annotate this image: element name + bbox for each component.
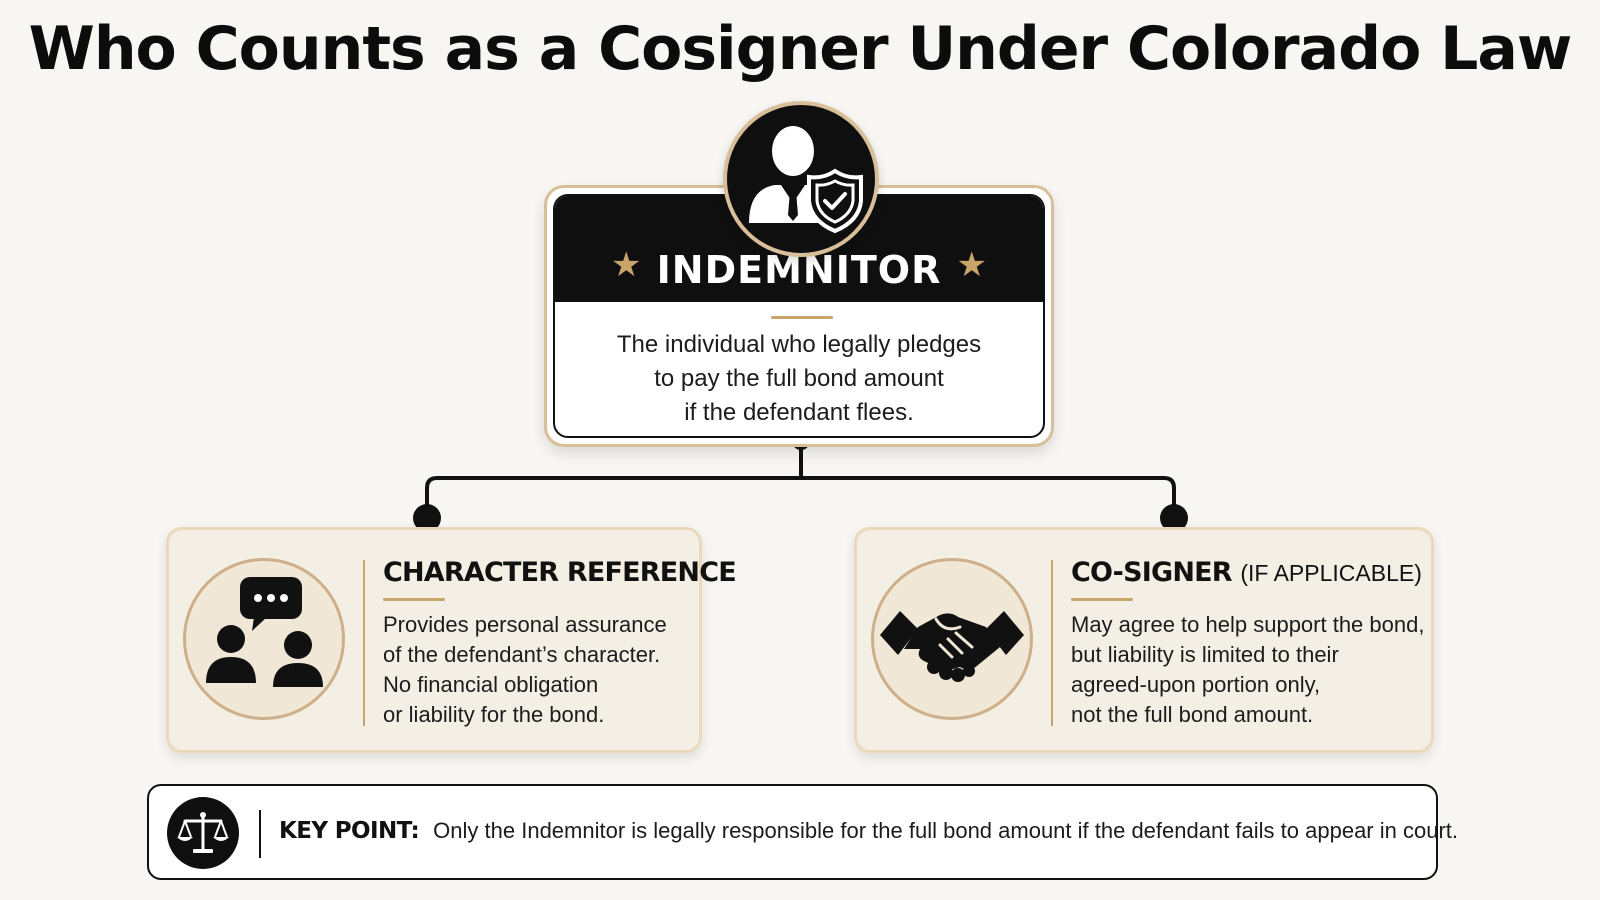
character-reference-title: CHARACTER REFERENCE bbox=[383, 557, 737, 588]
co-signer-accent-rule bbox=[1071, 598, 1133, 601]
co-signer-description: May agree to help support the bond, but … bbox=[1071, 610, 1424, 730]
co-signer-title-main: CO-SIGNER bbox=[1071, 557, 1233, 588]
page-title: Who Counts as a Cosigner Under Colorado … bbox=[28, 14, 1573, 84]
indemnitor-description-line: to pay the full bond amount bbox=[654, 365, 944, 392]
scales-icon bbox=[167, 797, 239, 869]
card-divider bbox=[363, 560, 365, 726]
card-divider bbox=[1051, 560, 1053, 726]
indemnitor-description: The individual who legally pledges to pa… bbox=[575, 328, 1023, 430]
key-point-label: KEY POINT: bbox=[279, 818, 420, 844]
character-reference-line: Provides personal assurance bbox=[383, 612, 667, 637]
indemnitor-description-line: The individual who legally pledges bbox=[616, 331, 982, 358]
handshake-icon bbox=[871, 558, 1033, 720]
key-point-text: KEY POINT: Only the Indemnitor is legall… bbox=[279, 818, 1458, 844]
key-point-message: Only the Indemnitor is legally responsib… bbox=[433, 818, 1458, 843]
co-signer-line: May agree to help support the bond, bbox=[1071, 612, 1425, 637]
co-signer-card: CO-SIGNER (IF APPLICABLE) May agree to h… bbox=[854, 527, 1434, 753]
character-reference-description: Provides personal assurance of the defen… bbox=[383, 610, 667, 730]
co-signer-title: CO-SIGNER (IF APPLICABLE) bbox=[1071, 557, 1422, 588]
character-reference-line: or liability for the bond. bbox=[383, 702, 605, 727]
character-reference-line: of the defendant’s character. bbox=[383, 642, 661, 667]
character-reference-card: CHARACTER REFERENCE Provides personal as… bbox=[166, 527, 737, 753]
star-icon: ★ bbox=[611, 246, 642, 284]
person-shield-icon bbox=[723, 101, 879, 257]
co-signer-line: but liability is limited to their bbox=[1071, 642, 1339, 667]
star-icon: ★ bbox=[956, 246, 987, 284]
character-reference-accent-rule bbox=[383, 598, 445, 601]
key-point-divider bbox=[259, 810, 261, 858]
character-reference-line: No financial obligation bbox=[383, 672, 599, 697]
key-point-banner: KEY POINT: Only the Indemnitor is legall… bbox=[147, 784, 1458, 880]
co-signer-line: not the full bond amount. bbox=[1071, 702, 1314, 727]
co-signer-title-note: (IF APPLICABLE) bbox=[1240, 560, 1422, 586]
people-chat-icon bbox=[183, 558, 345, 720]
indemnitor-description-line: if the defendant flees. bbox=[684, 399, 914, 426]
indemnitor-accent-rule bbox=[771, 316, 833, 319]
connector-branch bbox=[425, 476, 1176, 518]
co-signer-line: agreed-upon portion only, bbox=[1071, 672, 1321, 697]
